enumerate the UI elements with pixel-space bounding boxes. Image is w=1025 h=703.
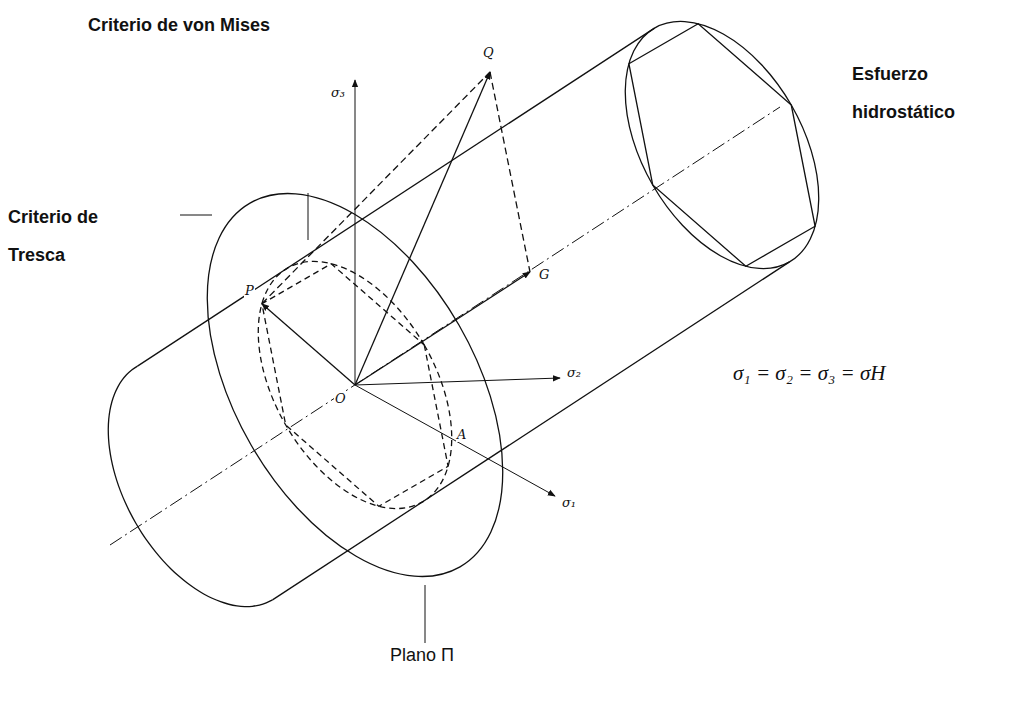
cylinder-edge — [138, 28, 655, 366]
axis-label: σ₃ — [330, 86, 346, 100]
plane-label: Plano Π — [388, 646, 456, 666]
point-label: A — [456, 428, 467, 442]
cylinder-end-arc — [108, 366, 272, 606]
projection-line — [262, 72, 490, 304]
vector-oq — [355, 72, 490, 385]
vector-op — [262, 304, 355, 385]
point-label: O — [334, 392, 347, 406]
reference-stroke — [308, 193, 309, 240]
leader-line — [425, 585, 426, 643]
axis-label: σ₁ — [561, 496, 577, 510]
equation-label: σ₁ = σ₂ = σ₃ = σH — [733, 362, 886, 385]
reference-stroke — [180, 215, 212, 216]
projection-line — [490, 72, 530, 272]
point-label: P — [244, 284, 255, 298]
title-label: Criterio de von Mises — [88, 16, 270, 36]
tresca-hexagon — [629, 24, 815, 267]
hydrostatic-axis — [110, 107, 780, 545]
sigma3-axis — [355, 80, 356, 385]
axis-label: Esfuerzo hidrostático — [852, 55, 977, 131]
point-label: Q — [482, 46, 495, 60]
criterion-label: Criterio de Tresca — [8, 198, 120, 274]
vector-og — [355, 272, 530, 385]
axis-label: σ₂ — [566, 366, 582, 380]
cylinder-edge — [273, 262, 790, 600]
sigma2-axis — [355, 378, 560, 385]
point-label: G — [538, 268, 550, 282]
cylinder-end-ellipse — [585, 0, 859, 302]
sigma1-axis — [355, 385, 555, 496]
